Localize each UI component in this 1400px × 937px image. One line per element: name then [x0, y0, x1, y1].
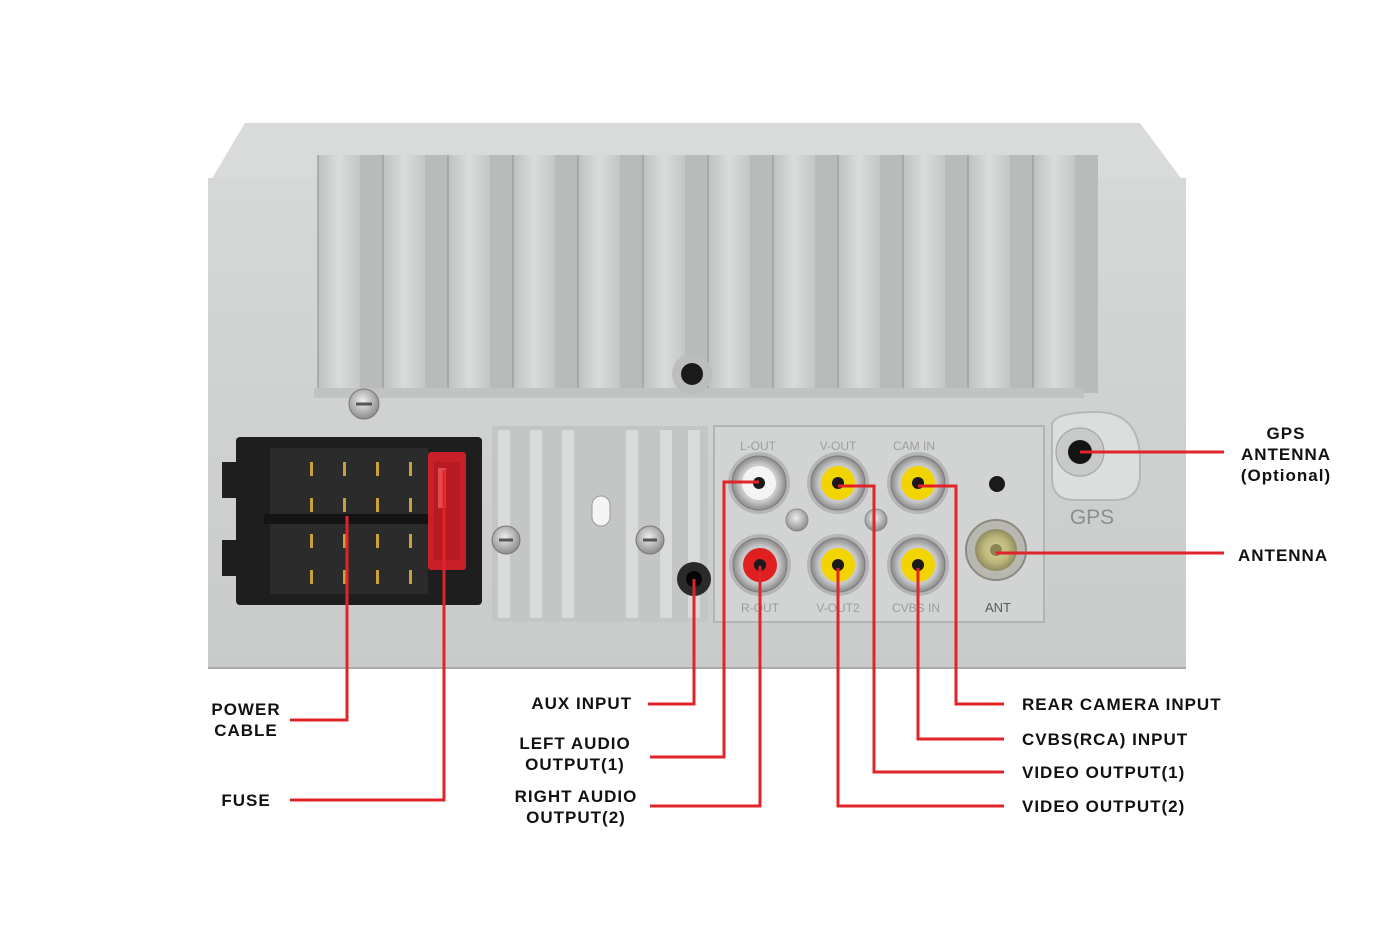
middle-vent-panel: [491, 426, 708, 622]
label-left-audio: LEFT AUDIO OUTPUT(1): [502, 733, 648, 775]
pin: [409, 498, 412, 512]
leader-lines: [290, 450, 1224, 808]
rca-jacks: [728, 452, 949, 596]
vent-slot: [626, 430, 638, 618]
screw-icon: [348, 388, 380, 420]
label-fuse-text: FUSE: [221, 791, 271, 810]
pin: [376, 462, 379, 476]
marking-cvbs-in: CVBS IN: [892, 601, 940, 615]
label-right-audio-line1: RIGHT AUDIO: [514, 787, 638, 806]
label-antenna: ANTENNA: [1238, 545, 1328, 566]
label-left-audio-line1: LEFT AUDIO: [519, 734, 631, 753]
label-power-cable: POWER CABLE: [196, 699, 296, 741]
label-video-output-1: VIDEO OUTPUT(1): [1022, 762, 1185, 783]
rca-r-out-icon: [729, 534, 791, 596]
cooling-fin: [837, 155, 903, 393]
power-connector: [222, 437, 482, 605]
marking-l-out: L-OUT: [740, 439, 777, 453]
rca-cam-in-icon: [887, 452, 949, 514]
label-antenna-text: ANTENNA: [1238, 546, 1329, 565]
label-video-output-2-text: VIDEO OUTPUT(2): [1022, 797, 1186, 816]
pin: [376, 534, 379, 548]
cooling-fins: [314, 155, 1098, 398]
leader-fuse: [290, 470, 446, 802]
ant-indicator-hole: [989, 476, 1005, 492]
label-right-audio: RIGHT AUDIO OUTPUT(2): [498, 786, 654, 828]
leader-cvbs-input: [916, 568, 1004, 741]
label-aux-input-text: AUX INPUT: [531, 694, 632, 713]
pin: [409, 462, 412, 476]
cooling-fin: [902, 155, 968, 393]
pin: [310, 498, 313, 512]
label-gps-antenna-line1: GPS: [1266, 424, 1306, 443]
cooling-fin: [512, 155, 578, 393]
fuse-icon: [428, 452, 466, 570]
label-gps-antenna-line2: ANTENNA: [1240, 445, 1332, 464]
marking-gps: GPS: [1070, 506, 1114, 529]
pin: [310, 462, 313, 476]
pin: [376, 498, 379, 512]
vent-slot: [660, 430, 672, 618]
rca-v-out2-icon: [807, 534, 869, 596]
label-left-audio-line2: OUTPUT(1): [525, 755, 625, 774]
pin: [343, 570, 346, 584]
center-mount-hole: [672, 354, 712, 394]
rca-v-out-icon: [807, 452, 869, 514]
pin: [376, 570, 379, 584]
screw-icon: [785, 508, 888, 532]
cooling-fin: [772, 155, 838, 393]
leader-right-audio: [650, 566, 762, 808]
antenna-socket-icon: [965, 519, 1027, 581]
pin: [310, 570, 313, 584]
marking-ant: ANT: [985, 600, 1011, 615]
leader-rear-camera: [918, 484, 1004, 706]
label-gps-antenna: GPS ANTENNA (Optional): [1230, 423, 1342, 486]
label-rear-camera: REAR CAMERA INPUT: [1022, 694, 1222, 715]
cooling-fin: [577, 155, 643, 393]
marking-v-out: V-OUT: [820, 439, 857, 453]
connector-pins: [310, 462, 412, 584]
pin: [343, 498, 346, 512]
label-power-cable-line2: CABLE: [214, 721, 278, 740]
label-rear-camera-text: REAR CAMERA INPUT: [1022, 695, 1222, 714]
label-aux-input: AUX INPUT: [480, 693, 632, 714]
pin: [409, 570, 412, 584]
cooling-fin: [317, 155, 383, 393]
label-cvbs-input: CVBS(RCA) INPUT: [1022, 729, 1188, 750]
leader-left-audio: [650, 480, 759, 759]
marking-cam-in: CAM IN: [893, 439, 935, 453]
pin: [343, 534, 346, 548]
label-fuse: FUSE: [196, 790, 296, 811]
label-video-output-1-text: VIDEO OUTPUT(1): [1022, 763, 1186, 782]
label-cvbs-input-text: CVBS(RCA) INPUT: [1022, 730, 1189, 749]
gps-socket-icon: [1051, 410, 1141, 501]
cooling-fin: [447, 155, 513, 393]
leader-aux-input: [648, 579, 696, 706]
leader-video-output-2: [836, 568, 1004, 808]
rca-cvbs-in-icon: [887, 534, 949, 596]
pin: [310, 534, 313, 548]
vent-slot: [498, 430, 510, 618]
vent-slot: [530, 430, 542, 618]
cooling-fin: [642, 155, 708, 393]
label-power-cable-line1: POWER: [211, 700, 281, 719]
leader-power-cable: [290, 516, 349, 722]
pin: [343, 462, 346, 476]
cooling-fin: [1032, 155, 1098, 393]
cooling-fin: [382, 155, 448, 393]
vent-slot: [562, 430, 574, 618]
label-video-output-2: VIDEO OUTPUT(2): [1022, 796, 1185, 817]
leader-video-output-1: [838, 484, 1004, 774]
label-gps-antenna-line3: (Optional): [1240, 466, 1332, 485]
cooling-fin: [707, 155, 773, 393]
pin: [409, 534, 412, 548]
label-right-audio-line2: OUTPUT(2): [526, 808, 626, 827]
cooling-fin: [967, 155, 1033, 393]
